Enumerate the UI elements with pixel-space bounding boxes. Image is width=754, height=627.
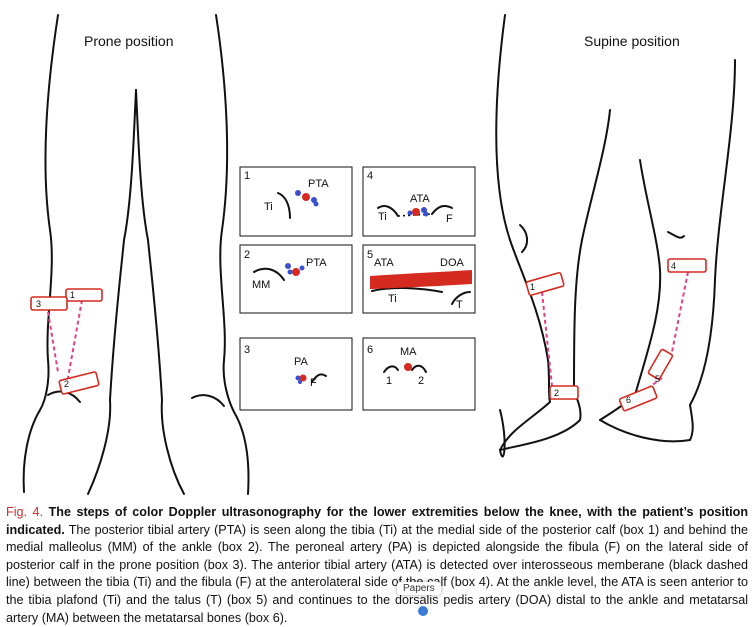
marker-supine-5 <box>647 348 674 380</box>
box-6-label-2: 2 <box>418 375 424 387</box>
box-3-label-f: F <box>310 377 317 389</box>
figure-caption: Fig. 4. The steps of color Doppler ultra… <box>6 504 748 627</box>
marker-prone-1-label: 1 <box>70 290 75 300</box>
papers-tooltip: Papers <box>397 582 441 595</box>
box-1 <box>239 166 353 237</box>
box-6-label-ma: MA <box>400 346 417 358</box>
figure-illustration: 1 3 2 1 2 4 5 6 Prone position Supine po… <box>22 14 736 495</box>
box-4 <box>362 166 476 237</box>
box-5-label-ti: Ti <box>388 293 397 305</box>
marker-prone-1 <box>65 288 103 302</box>
box-5-label-ata: ATA <box>374 257 394 269</box>
box-1-number: 1 <box>244 170 250 182</box>
caption-body: The posterior tibial artery (PTA) is see… <box>6 522 748 625</box>
box-2-number: 2 <box>244 249 250 261</box>
marker-supine-1 <box>525 271 565 297</box>
caption-title: The steps of color Doppler ultrasonograp… <box>6 505 749 537</box>
marker-supine-2 <box>549 385 579 400</box>
prone-position-label: Prone position <box>84 33 174 49</box>
box-3-label-pa: PA <box>294 356 309 368</box>
box-3 <box>239 337 353 411</box>
marker-supine-6 <box>618 385 658 412</box>
legs-diagram: 1 3 2 1 2 4 5 6 Prone position Supine po… <box>22 14 736 495</box>
box-4-label-f: F <box>446 213 453 225</box>
box-5-label-t: T <box>456 299 463 311</box>
box-5-label-doa: DOA <box>440 257 465 269</box>
figure-number[interactable]: Fig. 4. <box>6 505 44 519</box>
box-2-label-pta: PTA <box>306 257 327 269</box>
supine-position-label: Supine position <box>584 33 680 49</box>
box-2 <box>239 244 353 314</box>
marker-supine-4-label: 4 <box>671 261 676 271</box>
marker-supine-4 <box>667 258 707 273</box>
box-3-number: 3 <box>244 344 250 356</box>
cursor-indicator <box>418 606 428 616</box>
box-4-label-ata: ATA <box>410 193 430 205</box>
box-5-number: 5 <box>367 249 373 261</box>
marker-supine-2-label: 2 <box>554 388 559 398</box>
box-6-number: 6 <box>367 344 373 356</box>
box-6-label-1: 1 <box>386 375 392 387</box>
marker-supine-1-label: 1 <box>530 282 535 292</box>
box-2-label-mm: MM <box>252 279 270 291</box>
box-1-label-ti: Ti <box>264 201 273 213</box>
marker-prone-2 <box>58 371 100 395</box>
box-4-number: 4 <box>367 170 373 182</box>
box-6 <box>362 337 476 411</box>
marker-supine-5-label: 5 <box>655 374 660 384</box>
box-1-label-pta: PTA <box>308 178 329 190</box>
marker-prone-2-label: 2 <box>64 379 69 389</box>
box-4-label-ti: Ti <box>378 211 387 223</box>
marker-prone-3-label: 3 <box>36 299 41 309</box>
marker-supine-6-label: 6 <box>626 395 631 405</box>
marker-prone-3 <box>30 296 68 311</box>
